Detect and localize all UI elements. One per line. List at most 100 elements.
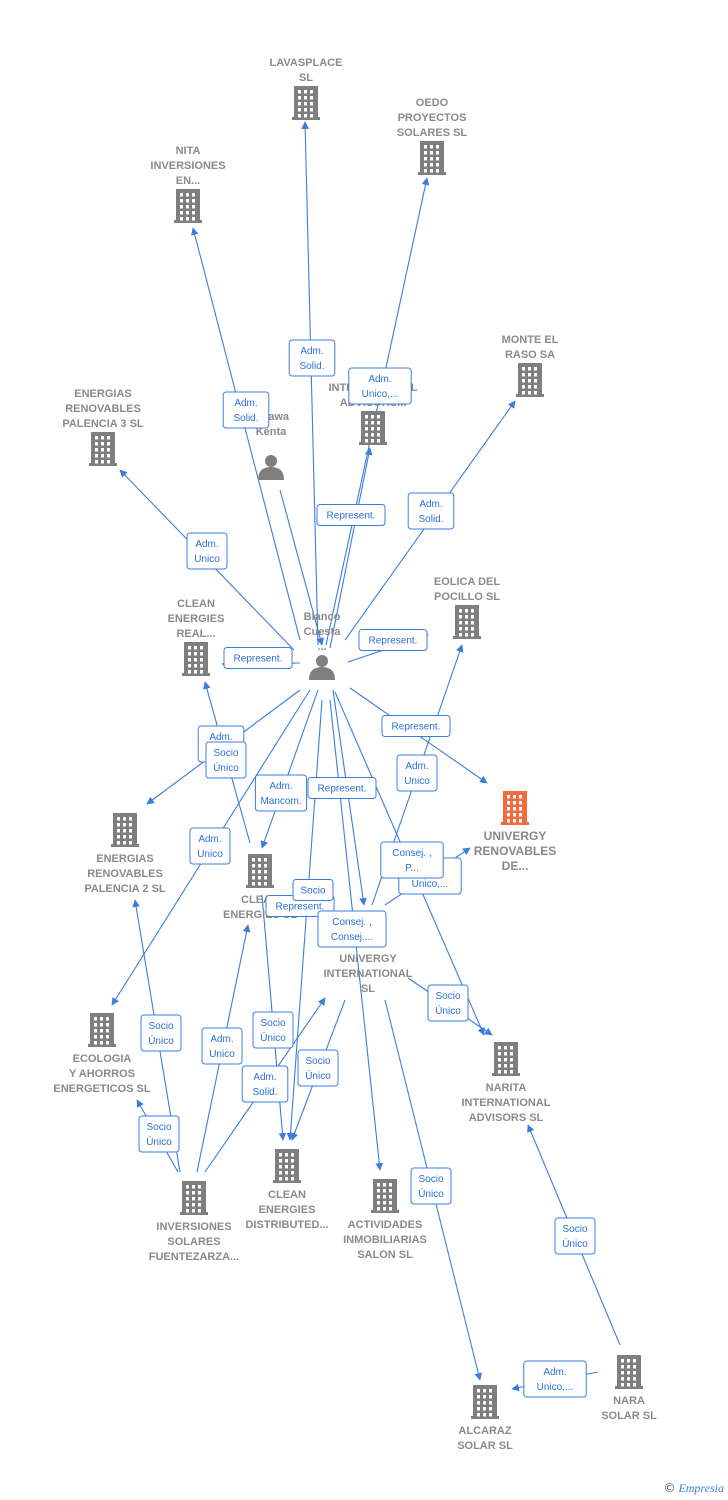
edge-kenta-to-ce_dist: [279, 489, 324, 646]
node-label: CLEAN: [177, 598, 215, 610]
edge-label-text: Solid.: [252, 1087, 277, 1098]
edge-label[interactable]: Adm.Unico: [201, 1027, 243, 1065]
edge-label-text: Único: [260, 1031, 286, 1044]
edge-label-text: Adm.: [368, 374, 391, 385]
node-univergy_ren[interactable]: UNIVERGYRENOVABLESDE...: [474, 791, 556, 873]
footer-brand[interactable]: ©Empresia: [663, 1481, 724, 1496]
edge-label[interactable]: Represent.: [223, 647, 293, 669]
node-label: INMOBILIARIAS: [343, 1234, 427, 1246]
person-icon: [309, 655, 335, 680]
node-label: SOLARES: [167, 1236, 220, 1248]
node-label: REAL...: [176, 628, 215, 640]
node-nita[interactable]: NITAINVERSIONESEN...: [150, 145, 226, 223]
edge-label[interactable]: Adm.Unico,...: [348, 367, 412, 405]
edge-label-text: Adm.: [195, 539, 218, 550]
edge-label[interactable]: Adm.Solid.: [407, 492, 455, 530]
node-cer[interactable]: CLEANENERGIESREAL...: [168, 598, 225, 676]
edge-label[interactable]: Adm.Mancom.: [254, 774, 308, 812]
edge-label[interactable]: Adm.Unico: [189, 827, 231, 865]
node-label: PROYECTOS: [398, 112, 467, 124]
building-icon: [111, 813, 139, 847]
edge-label-text: Único: [562, 1237, 588, 1250]
edge-label[interactable]: Adm.Solid.: [222, 391, 270, 429]
edge-label[interactable]: Represent.: [316, 504, 386, 526]
building-icon: [501, 791, 529, 825]
edge-label[interactable]: Consej. ,P...: [380, 841, 444, 879]
node-label: ...: [317, 641, 326, 653]
node-label: ENERGETICOS SL: [53, 1083, 150, 1095]
node-label: INVERSIONES: [156, 1221, 231, 1233]
edge-label[interactable]: Adm.Unico,...: [523, 1360, 587, 1398]
edge-label-text: Adm.: [269, 781, 292, 792]
building-icon: [292, 86, 320, 120]
building-icon: [182, 642, 210, 676]
edge-label[interactable]: Adm.Unico: [396, 754, 438, 792]
node-label: SL: [299, 72, 313, 84]
edge-label-text: Adm.: [234, 398, 257, 409]
edge-label-text: Socio: [146, 1122, 171, 1133]
node-blanco[interactable]: BlancoCuesta...: [304, 611, 342, 680]
node-label: SALON SL: [357, 1249, 413, 1261]
building-icon: [273, 1149, 301, 1183]
node-inv_solares[interactable]: INVERSIONESSOLARESFUENTEZARZA...: [149, 1181, 239, 1263]
building-icon: [180, 1181, 208, 1215]
edge-label[interactable]: Socio: [292, 879, 334, 901]
edge-label-text: Único: [213, 761, 239, 774]
edge-label-text: Socio: [435, 991, 460, 1002]
building-icon: [516, 363, 544, 397]
edge-label[interactable]: Adm.Unico: [186, 532, 228, 570]
node-actividades[interactable]: ACTIVIDADES INMOBILIARIAS SALON SL: [343, 1179, 427, 1261]
edge-label[interactable]: Represent.: [381, 715, 451, 737]
edge-blanco-to-ce_dist: [286, 699, 323, 1141]
edge-label-text: Único: [148, 1034, 174, 1047]
edge-label-text: Represent.: [276, 902, 325, 913]
edge-label[interactable]: Represent.: [358, 629, 428, 651]
copyright-icon: ©: [663, 1481, 676, 1495]
edge-label[interactable]: Adm.Solid.: [241, 1065, 289, 1103]
edge-labels-layer: Adm.Solid.Adm.Solid.Adm.Unico,...Represe…: [138, 339, 596, 1398]
edge-label-text: Consej....: [331, 932, 373, 943]
edge-label[interactable]: Represent.: [307, 777, 377, 799]
node-label: INTERNATIONAL: [323, 968, 412, 980]
edge-label-text: Unico: [197, 849, 223, 860]
node-label: RENOVABLES: [65, 403, 141, 415]
edge-label-text: Represent.: [392, 722, 441, 733]
edge-label-text: Represent.: [318, 784, 367, 795]
node-label: OEDO: [416, 97, 449, 109]
edge-label-text: Adm.: [543, 1367, 566, 1378]
edge-label[interactable]: Adm.Solid.: [288, 339, 336, 377]
edge-blanco-to-ce_sl: [260, 689, 319, 849]
edge-label-text: Unico,...: [412, 879, 449, 890]
edge-label[interactable]: Consej. ,Consej....: [317, 910, 387, 948]
edge-blanco-to-lavasplace: [301, 121, 319, 646]
edge-label-text: Represent.: [327, 511, 376, 522]
node-label: Blanco: [304, 611, 341, 623]
node-label: CLEAN: [268, 1189, 306, 1201]
edge-label-text: Socio: [213, 748, 238, 759]
node-label: RENOVABLES: [474, 844, 556, 858]
node-label: ACTIVIDADES: [348, 1219, 423, 1231]
brand-name: Empresia: [678, 1481, 724, 1495]
node-ce_dist[interactable]: CLEANENERGIESDISTRIBUTED...: [245, 1149, 329, 1231]
